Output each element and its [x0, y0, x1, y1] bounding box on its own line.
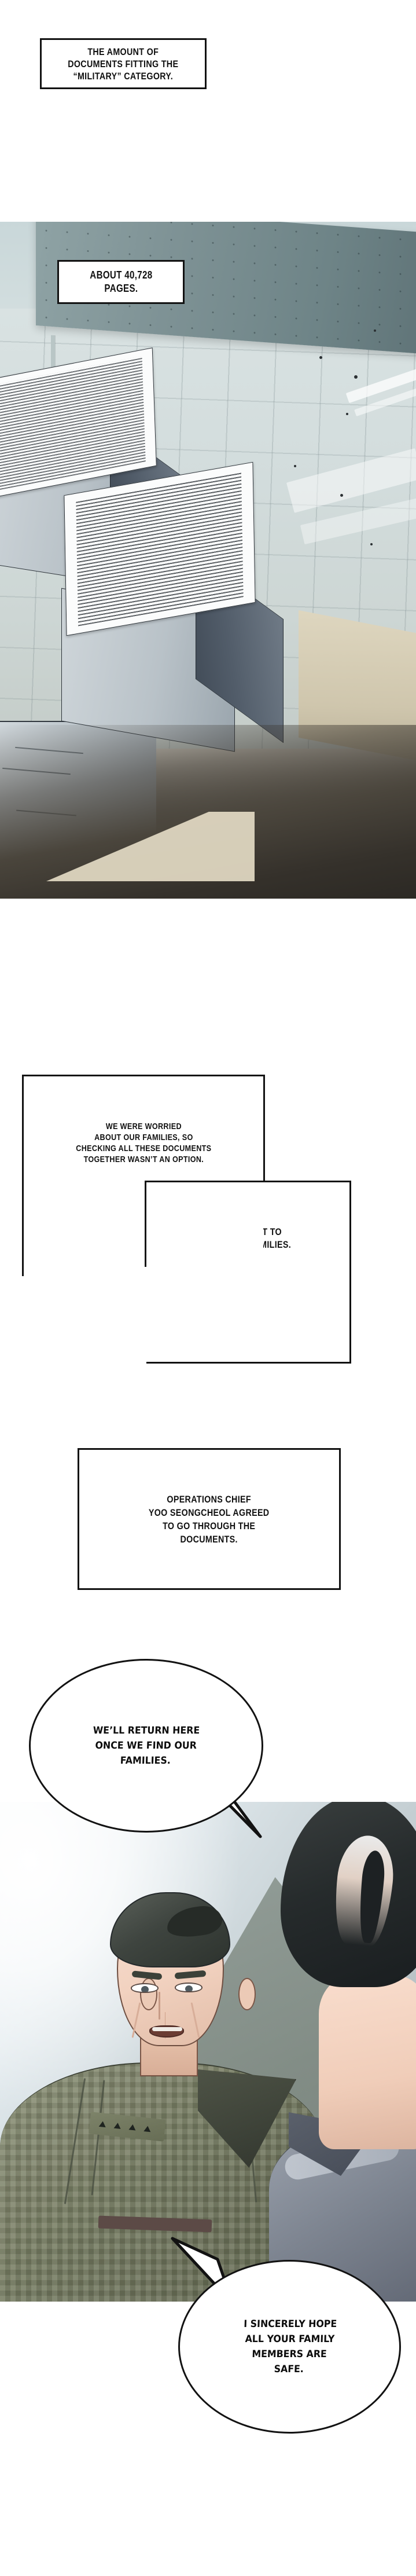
rank-star-icon [113, 2122, 122, 2129]
narration-box-pages: ABOUT 40,728 PAGES. [57, 260, 185, 304]
floor-speck [354, 375, 358, 379]
wall-panel-leg [51, 335, 55, 369]
floor-speck [374, 329, 376, 332]
narration-text: THE AMOUNT OF DOCUMENTS FITTING THE “MIL… [68, 46, 179, 82]
narration-text: WE WERE WORRIED ABOUT OUR FAMILIES, SO C… [75, 1122, 212, 1164]
speech-bubble-family-safe: I SINCERELY HOPE ALL YOUR FAMILY MEMBERS… [178, 2260, 401, 2434]
pupil [185, 1985, 193, 1991]
neck-and-cheek [319, 1976, 416, 2149]
characters-panel [0, 1802, 416, 2302]
floor-speck [319, 356, 322, 359]
narration-box-military: THE AMOUNT OF DOCUMENTS FITTING THE “MIL… [40, 38, 207, 89]
documents-panel [0, 222, 416, 899]
ear [238, 1978, 256, 2010]
narration-text: ABOUT 40,728 PAGES. [89, 269, 153, 294]
back-facing-character [263, 1802, 416, 2302]
narration-text: OPERATIONS CHIEF YOO SEONGCHEOL AGREED T… [149, 1493, 270, 1545]
narration-box-operations-chief: OPERATIONS CHIEF YOO SEONGCHEOL AGREED T… [78, 1448, 341, 1590]
rank-star-icon [143, 2126, 152, 2132]
officer-hair [110, 1892, 230, 1967]
document-text-lines [0, 356, 146, 491]
floor-speck [340, 494, 343, 497]
speech-bubble-return-here: WE’LL RETURN HERE ONCE WE FIND OUR FAMIL… [29, 1659, 263, 1833]
floor-speck [370, 543, 373, 545]
rank-star-icon [98, 2120, 106, 2128]
nose [159, 1992, 160, 2020]
floor-speck [294, 465, 296, 467]
eye [131, 1983, 159, 1993]
speech-text: I SINCERELY HOPE ALL YOUR FAMILY MEMBERS… [243, 2318, 337, 2375]
mouth [149, 2025, 184, 2038]
interlock-mask [146, 1182, 263, 1274]
document-text-lines [76, 471, 244, 626]
eye [175, 1983, 203, 1992]
interlock-mask [24, 1267, 146, 1364]
floor-speck [346, 413, 348, 415]
pupil [141, 1986, 149, 1992]
rank-star-icon [128, 2124, 137, 2131]
speech-text: WE’LL RETURN HERE ONCE WE FIND OUR FAMIL… [93, 1725, 200, 1767]
